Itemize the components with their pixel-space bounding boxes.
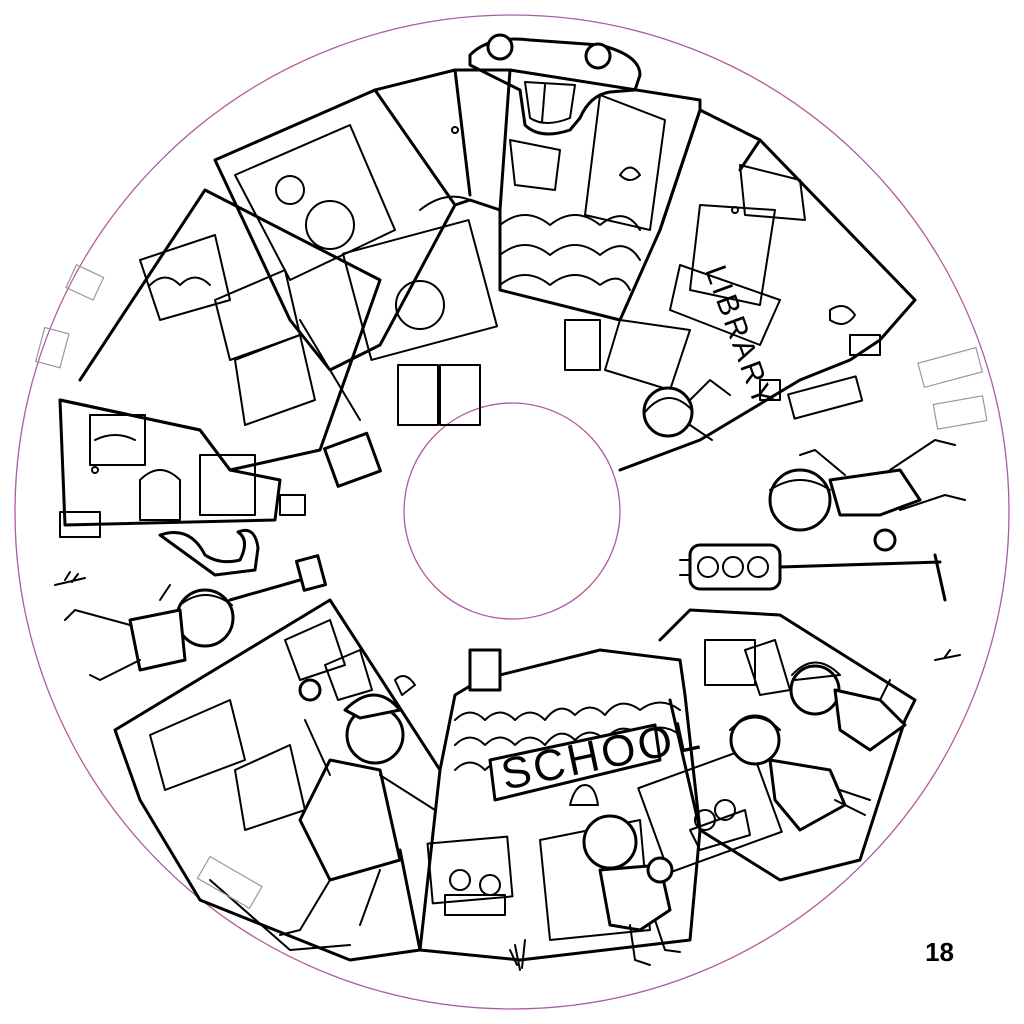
- page-number: 18: [925, 937, 954, 967]
- child-at-window-2: [395, 280, 445, 330]
- house-left-low: [58, 398, 306, 538]
- library-sign: [669, 264, 781, 346]
- outer-cut-line: [14, 14, 1010, 1010]
- bell-icon: [569, 784, 599, 806]
- school-sign: [488, 723, 662, 802]
- dinosaur: [158, 528, 260, 577]
- child-with-backpack: [582, 814, 681, 966]
- house-left-tall: [58, 188, 382, 488]
- road-markings: [35, 263, 988, 910]
- child-near-library: [642, 379, 731, 441]
- school-sign-text: SCHOOL: [497, 709, 707, 799]
- running-child-right: [768, 439, 966, 552]
- grass-doodle: [509, 939, 526, 971]
- magnifier-icon: [298, 678, 322, 702]
- traffic-light: [679, 543, 947, 602]
- grass-doodle: [54, 571, 86, 586]
- bird-icon: [394, 675, 416, 696]
- police-officer: [279, 675, 436, 936]
- grass-doodle: [934, 649, 961, 661]
- taxi-car: [468, 33, 642, 136]
- houses-lower-right: [637, 608, 917, 882]
- house-top-center-with-awning: [373, 68, 702, 371]
- girl-walking: [729, 714, 871, 832]
- street-lamp: [228, 554, 328, 602]
- house-top-left-with-window-kids: [213, 88, 499, 426]
- boy-with-cap: [789, 661, 907, 752]
- child-at-window-1: [305, 200, 355, 250]
- inner-cut-line: [403, 402, 621, 620]
- house-lower-left: [113, 598, 442, 962]
- running-child-left: [64, 584, 235, 681]
- library-sign-text: LIBRARY: [698, 261, 780, 412]
